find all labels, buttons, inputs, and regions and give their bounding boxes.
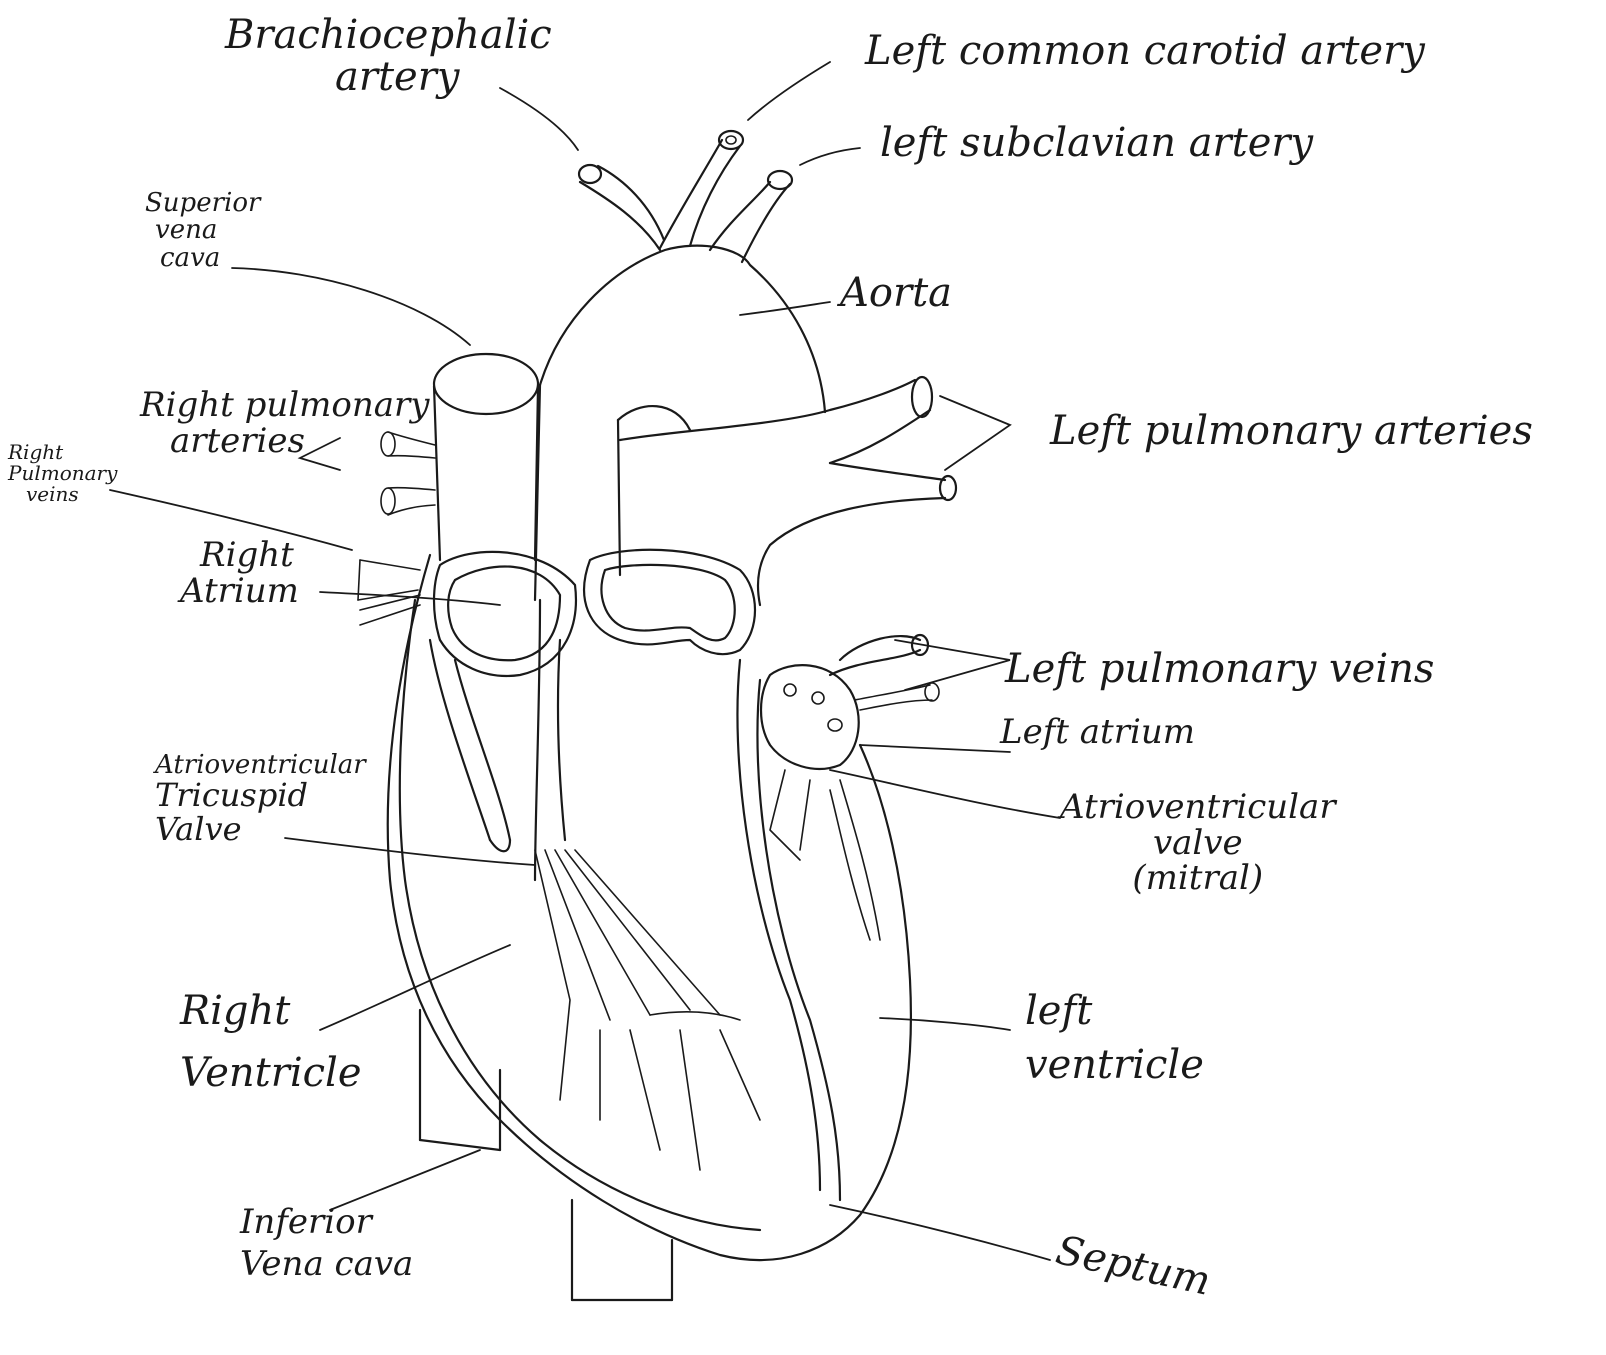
pulmonary-trunk (620, 377, 956, 605)
heart-outline (388, 555, 911, 1260)
label-mitral-valve: Atrioventricular valve (mitral) (1060, 790, 1336, 897)
label-right-pulmonary-veins: Right Pulmonary veins (8, 442, 117, 505)
label-right-ventricle: Right Ventricle (180, 990, 362, 1094)
septum (535, 600, 840, 1200)
label-left-common-carotid-artery: Left common carotid artery (865, 30, 1425, 72)
pulmonary-valve (584, 550, 755, 654)
label-left-atrium: Left atrium (1000, 715, 1195, 751)
label-superior-vena-cava: Superior vena cava (145, 190, 260, 272)
right-pulmonary-veins (358, 560, 420, 625)
tricuspid-valve (535, 850, 760, 1170)
label-left-pulmonary-veins: Left pulmonary veins (1005, 648, 1434, 690)
label-aorta: Aorta (840, 272, 952, 314)
label-left-ventricle: left ventricle (1025, 990, 1204, 1086)
left-pulmonary-veins (830, 635, 939, 710)
superior-vena-cava (434, 354, 538, 560)
label-tricuspid-valve: Atrioventricular Tricuspid Valve (155, 752, 366, 846)
label-left-subclavian-artery: left subclavian artery (880, 122, 1313, 164)
mitral-valve (770, 770, 880, 940)
right-atrium (430, 552, 576, 851)
inferior-vena-cava (420, 1010, 672, 1300)
label-left-pulmonary-arteries: Left pulmonary arteries (1050, 410, 1533, 452)
label-right-pulmonary-arteries: Right pulmonary arteries (140, 388, 429, 459)
aorta (535, 246, 825, 600)
label-brachiocephalic-artery: Brachiocephalic artery (225, 14, 552, 98)
left-common-carotid-artery (660, 131, 743, 248)
label-right-atrium: Right Atrium (180, 538, 299, 609)
brachiocephalic-artery (579, 165, 664, 250)
left-atrium (761, 665, 859, 769)
label-inferior-vena-cava: Inferior Vena cava (240, 1205, 413, 1282)
